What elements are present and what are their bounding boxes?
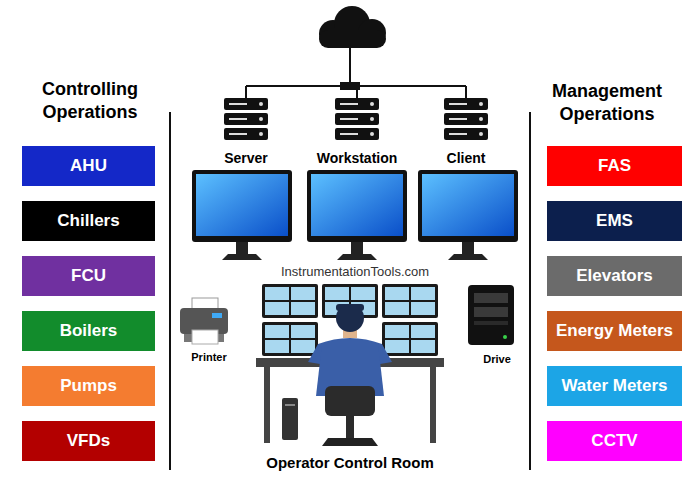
drive-icon — [503, 335, 507, 339]
operation-box: EMS — [547, 201, 682, 241]
operator-desk-scene — [346, 416, 354, 438]
operation-box: FCU — [22, 256, 155, 296]
column-heading: Controlling Operations — [20, 78, 160, 125]
operator-desk-scene — [262, 322, 318, 356]
box-label: Energy Meters — [556, 321, 673, 341]
drive-icon — [474, 293, 508, 303]
operator-desk-scene — [285, 404, 295, 406]
drive-icon — [468, 285, 514, 345]
device-label: Printer — [191, 350, 226, 364]
operator-desk-scene — [262, 284, 318, 318]
device-label: Workstation — [317, 149, 398, 167]
server-icon — [224, 98, 268, 140]
printer-icon — [180, 298, 228, 344]
column-divider — [169, 112, 171, 470]
operation-box: Water Meters — [547, 366, 682, 406]
monitor-icon — [307, 170, 407, 260]
network-lines — [246, 48, 466, 98]
cloud-icon — [319, 6, 386, 48]
box-label: AHU — [70, 156, 107, 176]
server-icon — [335, 98, 379, 140]
operator-desk-scene — [382, 284, 438, 318]
box-label: Boilers — [60, 321, 118, 341]
box-label: EMS — [596, 211, 633, 231]
server-icon — [444, 98, 488, 140]
box-label: FCU — [71, 266, 106, 286]
column-heading: Management Operations — [537, 80, 677, 127]
operator-desk-scene — [336, 304, 364, 311]
column-divider — [529, 112, 531, 470]
box-label: VFDs — [67, 431, 110, 451]
drive-icon — [468, 285, 514, 345]
operator-desk-scene — [430, 367, 436, 443]
box-label: FAS — [598, 156, 631, 176]
monitor-icon — [192, 170, 292, 260]
operator-desk-scene — [264, 367, 270, 443]
operator-desk-scene — [336, 304, 364, 332]
monitor-icon — [418, 170, 518, 260]
operation-box: Elevators — [547, 256, 682, 296]
operation-box: CCTV — [547, 421, 682, 461]
network-lines — [246, 48, 466, 98]
box-label: Water Meters — [561, 376, 667, 396]
column-divider — [170, 112, 530, 470]
device-label: Server — [224, 149, 268, 167]
drive-icon — [474, 307, 508, 317]
operator-desk-scene — [322, 438, 378, 446]
operation-box: Energy Meters — [547, 311, 682, 351]
box-label: Elevators — [576, 266, 653, 286]
operation-box: VFDs — [22, 421, 155, 461]
operation-box: FAS — [547, 146, 682, 186]
operation-box: AHU — [22, 146, 155, 186]
operation-box: Boilers — [22, 311, 155, 351]
device-label: Client — [447, 149, 486, 167]
network-lines — [340, 82, 360, 90]
operation-box: Pumps — [22, 366, 155, 406]
box-label: Pumps — [60, 376, 117, 396]
server-icon — [224, 98, 488, 140]
operation-box: Chillers — [22, 201, 155, 241]
watermark: InstrumentationTools.com — [281, 264, 429, 281]
operator-desk-scene — [382, 322, 438, 356]
operator-desk-scene — [325, 386, 375, 416]
printer-icon — [212, 313, 222, 318]
monitor-icon — [192, 170, 518, 260]
operator-desk-scene — [256, 284, 444, 446]
drive-icon — [474, 321, 508, 325]
box-label: CCTV — [591, 431, 637, 451]
device-label: Operator Control Room — [266, 453, 434, 473]
device-label: Drive — [483, 352, 511, 366]
printer-icon — [192, 330, 218, 344]
operator-desk-scene — [282, 398, 298, 440]
cloud-icon — [319, 30, 386, 48]
box-label: Chillers — [57, 211, 119, 231]
